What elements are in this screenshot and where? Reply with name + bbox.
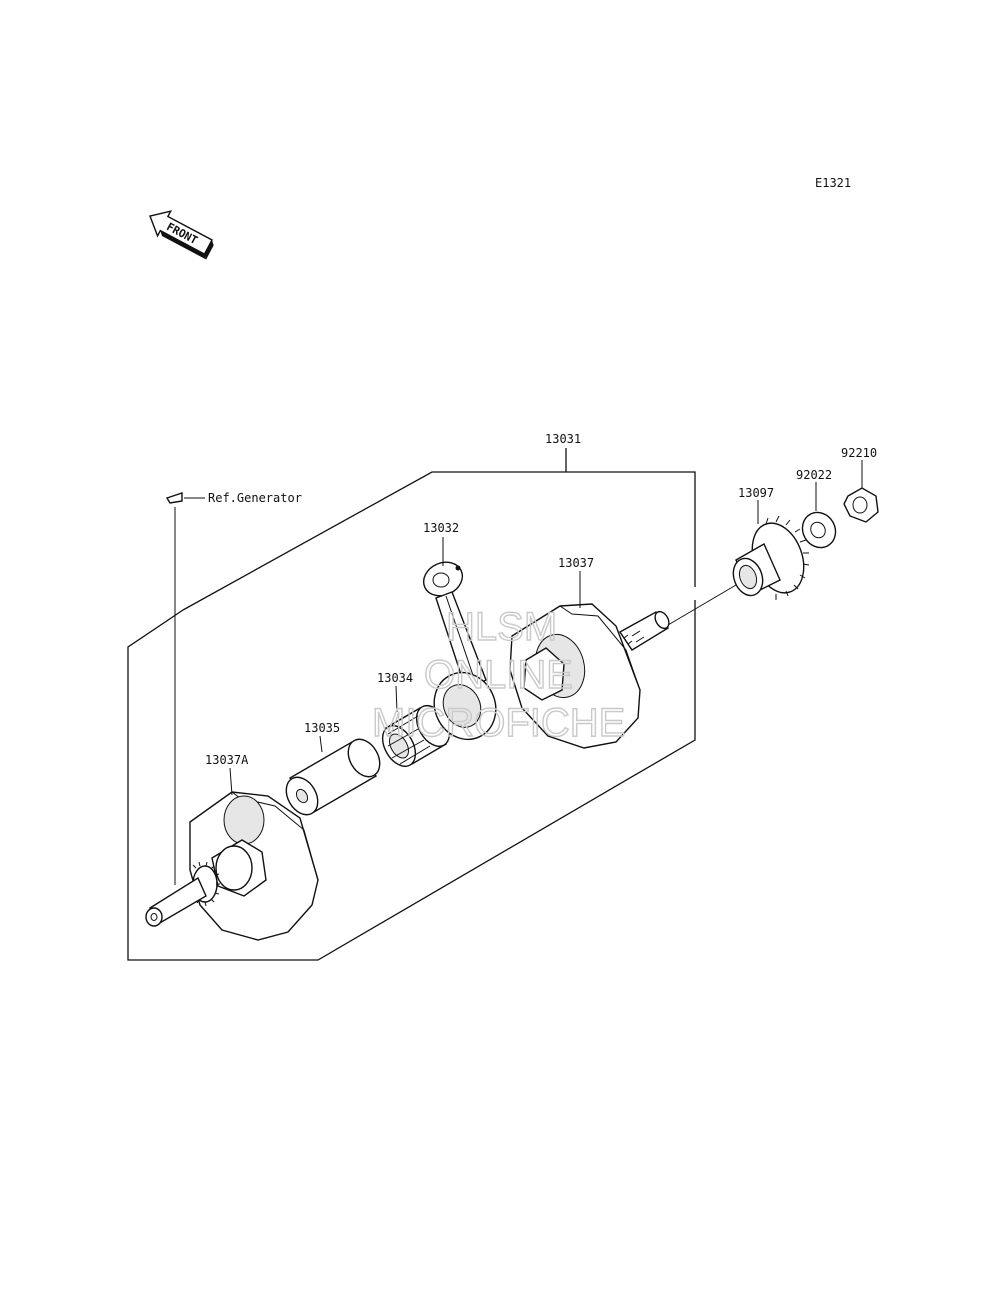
leader-13034 (395, 685, 398, 713)
ref-generator-label: Ref.Generator (208, 491, 302, 505)
nut (843, 487, 879, 523)
crank-pin (285, 738, 381, 816)
label-92210: 92210 (841, 446, 877, 460)
drive-gear (732, 515, 810, 600)
leader-13035 (319, 735, 323, 753)
woodruff-key-icon (165, 492, 183, 504)
label-13037A: 13037A (205, 753, 249, 767)
label-13034: 13034 (377, 671, 413, 685)
assembly-outline (182, 471, 696, 611)
diagram-code: E1321 (815, 176, 851, 190)
label-92022: 92022 (796, 468, 832, 482)
crank-half-left (145, 791, 319, 941)
front-arrow-icon: FRONT (149, 210, 214, 260)
watermark-line-2: ONLINE (424, 653, 573, 697)
washer (801, 511, 837, 549)
label-13037: 13037 (558, 556, 594, 570)
connecting-rod (422, 561, 497, 741)
label-13032: 13032 (423, 521, 459, 535)
label-13031: 13031 (545, 432, 581, 446)
label-13097: 13097 (738, 486, 774, 500)
leader-13037A (229, 767, 233, 796)
watermark-line-3: MICROFICHE (372, 701, 625, 745)
watermark-line-1: HLSM (446, 605, 557, 649)
watermark: HLSM ONLINE MICROFICHE (371, 604, 626, 745)
label-13035: 13035 (304, 721, 340, 735)
crank-half-right (509, 603, 670, 749)
needle-bearing (381, 705, 451, 767)
assembly-outline-lower (127, 600, 696, 961)
axis-line (667, 584, 737, 626)
